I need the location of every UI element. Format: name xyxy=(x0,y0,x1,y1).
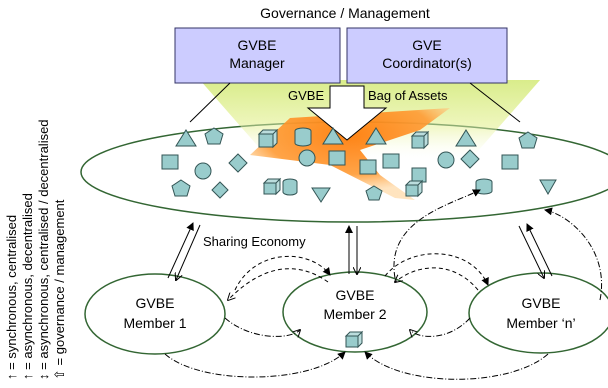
gve-coordinator-line2: Coordinator(s) xyxy=(382,55,471,71)
async-arrow-mn-m2-bottom xyxy=(364,351,549,380)
circle-asset xyxy=(298,149,316,167)
sync-arrows xyxy=(167,222,553,280)
circle-asset xyxy=(194,162,212,180)
square-asset xyxy=(501,154,519,170)
member-n-line1: GVBE xyxy=(522,295,561,311)
gvbe-manager-box xyxy=(174,27,341,84)
member-n-line2: Member ‘n’ xyxy=(506,315,575,331)
sync-arrow-membern-down xyxy=(518,225,544,278)
governance-arrow xyxy=(306,85,388,141)
triangle-asset xyxy=(311,187,331,203)
gvbe-manager-line1: GVBE xyxy=(238,37,277,53)
manager-connector xyxy=(189,82,231,123)
member-1-line2: Member 1 xyxy=(123,315,186,331)
asset-shapes xyxy=(161,127,557,203)
gve-coordinator-box xyxy=(346,27,508,84)
gve-coordinator-line1: GVE xyxy=(412,37,442,53)
member-1-ellipse xyxy=(84,273,226,355)
legend: ↑ = synchronous, centralised ↑ = asynchr… xyxy=(4,119,67,380)
member-2-cube-icon xyxy=(344,330,364,349)
async-arrow-m2-to-bag xyxy=(393,189,481,279)
cube-asset xyxy=(263,182,277,195)
async-arrow-m2-m1-top xyxy=(228,268,329,300)
async-arrow-mn-m2-top xyxy=(395,267,479,291)
pentagon-asset xyxy=(518,131,538,149)
pentagon-asset xyxy=(171,179,191,197)
legend-item-2: ↑ = asynchronous, decentralised xyxy=(20,193,35,380)
async-arrow-m1-m2-top xyxy=(234,255,331,291)
member-n-ellipse xyxy=(468,272,608,354)
coordinator-connector xyxy=(469,82,521,123)
sync-arrow-member1-down xyxy=(176,224,201,280)
square-asset xyxy=(411,167,427,183)
async-arrow-mn-side xyxy=(410,317,471,336)
cube-asset xyxy=(405,184,419,197)
pentagon-asset xyxy=(365,185,383,201)
triangle-asset xyxy=(455,129,477,147)
async-arrow-m1-side xyxy=(224,317,300,336)
member-2-line1: GVBE xyxy=(336,287,375,303)
sync-arrow-membern-up xyxy=(526,223,553,277)
sharing-economy-label: Sharing Economy xyxy=(203,234,306,249)
member-2-line2: Member 2 xyxy=(323,306,386,322)
cube-asset xyxy=(411,135,425,149)
async-arrow-m1-m2-bottom xyxy=(164,351,346,378)
sync-arrow-member1-up xyxy=(167,222,194,279)
async-arrow-m2-mn-top xyxy=(384,253,489,286)
bag-label-assets: Bag of Assets xyxy=(368,88,448,103)
triangle-asset xyxy=(322,127,344,145)
governance-label: Governance / Management xyxy=(260,5,430,21)
triangle-asset xyxy=(175,129,197,147)
square-asset xyxy=(328,150,346,166)
diamond-asset xyxy=(228,153,248,173)
diamond-asset xyxy=(211,181,229,199)
gvbe-manager-line2: Manager xyxy=(229,55,285,71)
diamond-asset xyxy=(460,149,480,169)
legend-item-1: ↑ = synchronous, centralised xyxy=(4,215,19,380)
square-asset xyxy=(161,154,179,170)
triangle-asset xyxy=(539,179,557,196)
triangle-asset xyxy=(365,127,387,145)
async-arrows xyxy=(228,253,489,300)
async-arrow-membern-to-bag xyxy=(544,207,602,301)
square-asset xyxy=(359,159,377,175)
cube-asset xyxy=(258,133,274,148)
bag-label-gvbe: GVBE xyxy=(288,88,324,103)
legend-item-4: ⇧ = governance / management xyxy=(52,199,67,380)
member-1-line1: GVBE xyxy=(136,295,175,311)
async-dashdot-arrows xyxy=(164,189,602,380)
pentagon-asset xyxy=(204,127,224,145)
square-asset xyxy=(382,153,400,169)
legend-item-3: ↕ = asynchronous, centralised / decentra… xyxy=(36,119,51,380)
circle-asset xyxy=(437,151,455,169)
